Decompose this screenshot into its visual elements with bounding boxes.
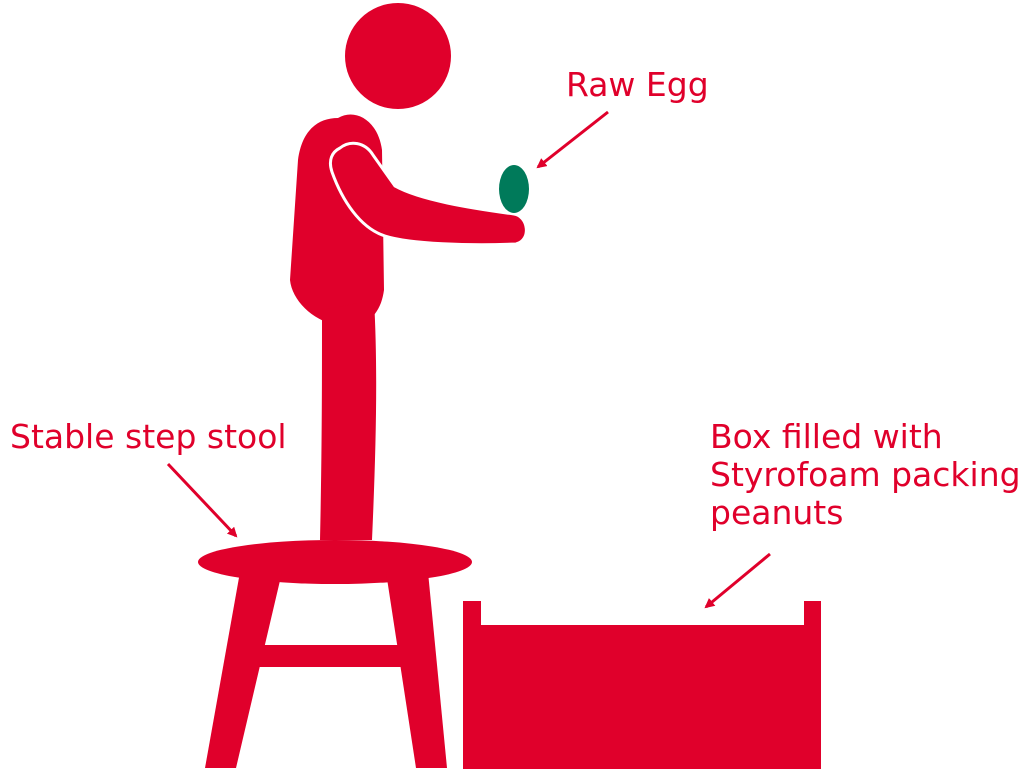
box-label-line-1: Box filled with — [710, 418, 1019, 456]
step-stool-label: Stable step stool — [10, 418, 287, 456]
raw-egg-label: Raw Egg — [566, 66, 709, 104]
stool-leg-right — [386, 572, 447, 768]
box-label: Box filled with Styrofoam packing peanut… — [710, 418, 1019, 532]
arrow-to-stool — [168, 464, 236, 536]
stool-leg-left — [205, 572, 282, 768]
raw-egg-icon — [499, 165, 529, 213]
stool-crossbar — [250, 645, 425, 667]
person-leg — [320, 300, 376, 540]
arrow-to-egg — [538, 112, 608, 167]
person-figure — [290, 3, 529, 540]
box-with-peanuts — [463, 601, 821, 769]
person-head — [345, 3, 451, 109]
box-label-line-3: peanuts — [710, 494, 1019, 532]
box-label-line-2: Styrofoam packing — [710, 456, 1019, 494]
arrow-to-box — [706, 554, 770, 607]
step-stool — [198, 540, 472, 768]
